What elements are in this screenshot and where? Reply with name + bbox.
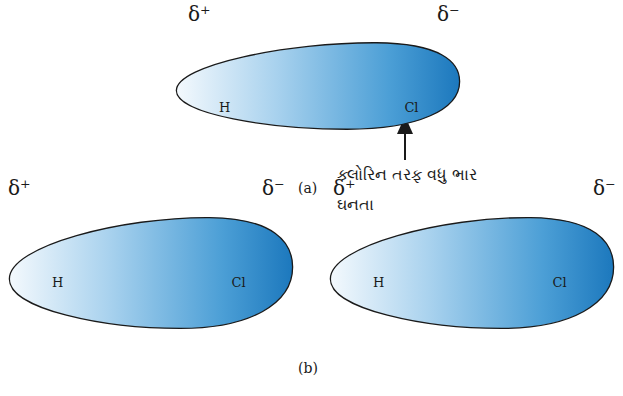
atom-symbol: H <box>219 100 230 115</box>
partial-charge: δ⁺ <box>8 176 31 200</box>
molecule-ellipse: H Cl <box>5 214 297 332</box>
molecule-ellipse: H Cl <box>172 40 464 132</box>
atom-symbol: H <box>373 275 384 290</box>
electron-cloud <box>5 214 297 332</box>
sub-figure-label: (b) <box>298 360 318 376</box>
partial-charge: δ⁻ <box>437 2 460 26</box>
molecule-ellipse: H Cl <box>326 214 618 332</box>
partial-charge: δ⁺ <box>333 176 356 200</box>
electron-cloud <box>172 40 464 132</box>
partial-charge: δ⁻ <box>262 176 285 200</box>
partial-charge: δ⁻ <box>593 176 616 200</box>
electron-cloud <box>326 214 618 332</box>
atom-symbol: Cl <box>404 100 418 115</box>
atom-symbol: H <box>52 275 63 290</box>
annotation: ક્લોરિન તરફ વધુ ભાર ઘનતા <box>337 160 512 220</box>
atom-symbol: Cl <box>232 275 246 290</box>
atom-symbol: Cl <box>553 275 567 290</box>
partial-charge: δ⁺ <box>188 2 211 26</box>
sub-figure-label: (a) <box>298 180 317 196</box>
